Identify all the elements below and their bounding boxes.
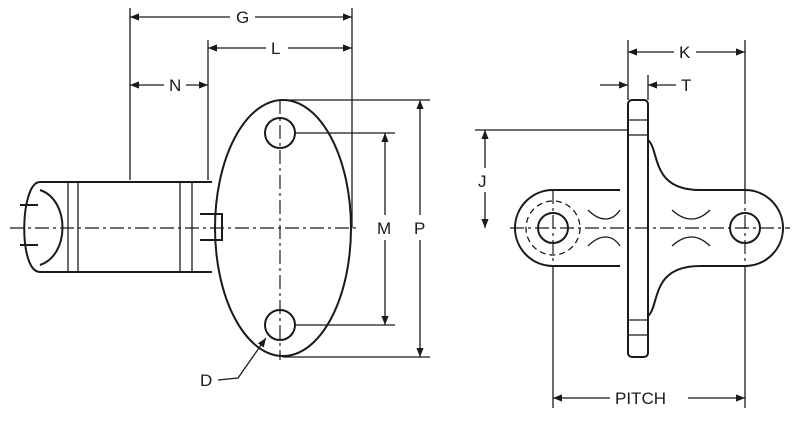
label-g: G	[236, 8, 249, 27]
dimension-p: P	[414, 100, 425, 357]
label-l: L	[271, 39, 280, 58]
dimension-m: M	[377, 133, 391, 325]
pin-body	[20, 181, 223, 273]
label-n: N	[169, 76, 181, 95]
dimension-j: J	[478, 130, 489, 228]
label-k: K	[679, 43, 691, 62]
label-pitch: PITCH	[615, 389, 666, 408]
dimension-n: N	[130, 76, 208, 95]
label-d: D	[200, 371, 212, 390]
dimension-l: L	[208, 39, 352, 58]
dimension-k: K	[628, 43, 745, 62]
label-j: J	[478, 172, 487, 191]
dimension-d: D	[200, 337, 267, 390]
dimension-t: T	[600, 76, 691, 95]
dimension-g: G	[130, 8, 352, 27]
side-view: G L N M P D	[10, 8, 430, 390]
label-p: P	[414, 219, 425, 238]
end-view: K T J PITCH	[475, 40, 790, 408]
label-t: T	[681, 76, 691, 95]
dimension-pitch: PITCH	[553, 389, 745, 408]
label-m: M	[377, 219, 391, 238]
